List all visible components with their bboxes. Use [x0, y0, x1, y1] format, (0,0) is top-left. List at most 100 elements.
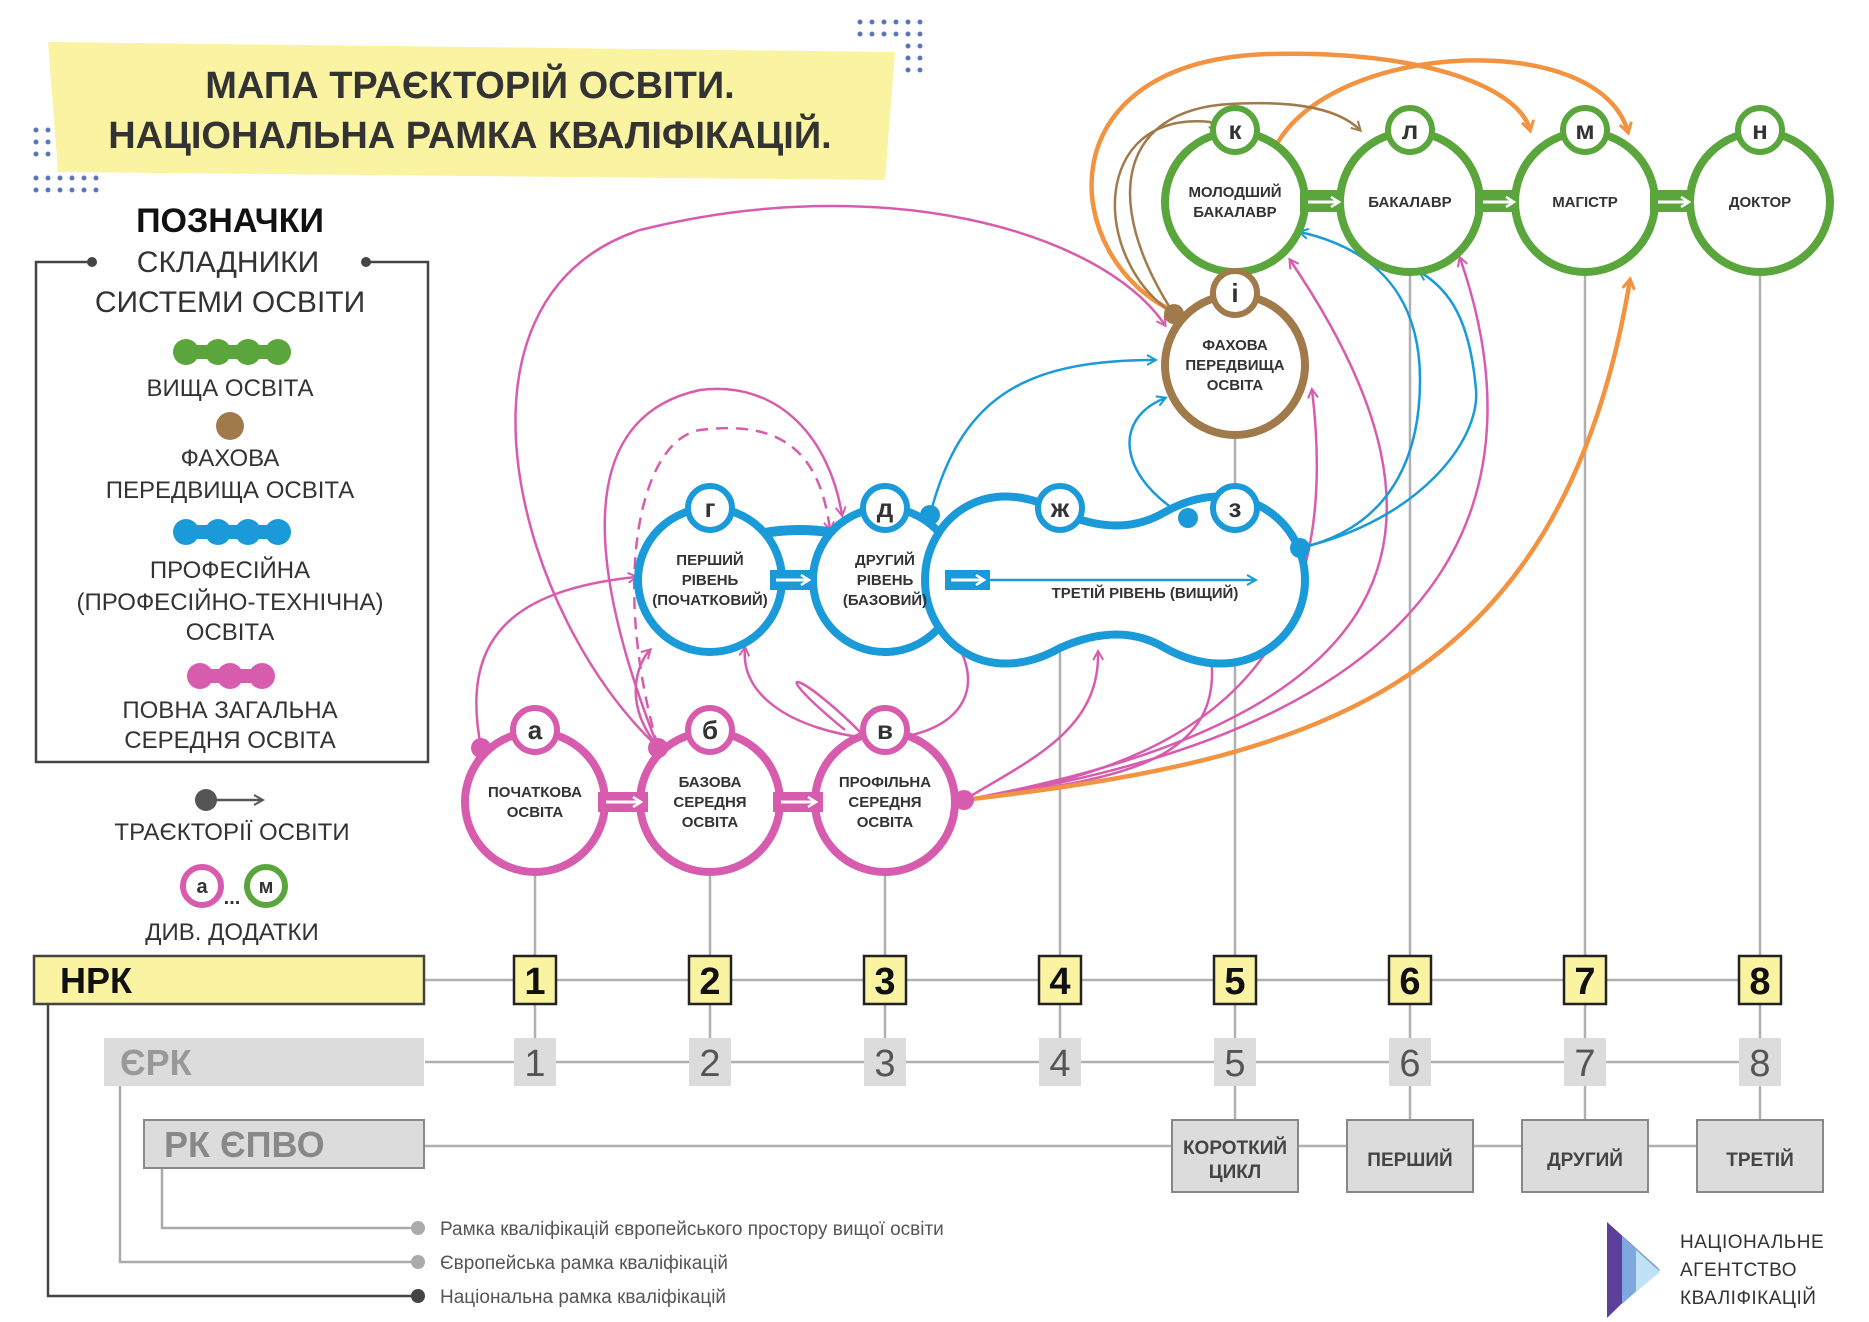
svg-text:1: 1 [524, 1043, 545, 1085]
svg-text:...: ... [224, 887, 241, 909]
node-d-label: (БАЗОВИЙ) [843, 591, 927, 609]
nrk-level-6: 6 [1387, 954, 1433, 1006]
svg-text:4: 4 [1049, 961, 1070, 1003]
footnote-dot-rk [411, 1221, 425, 1235]
legend-vocational-label-1: ПРОФЕСІЙНА [150, 556, 310, 584]
node-zh-letter: ж [1050, 493, 1070, 523]
node-g-label: (ПОЧАТКОВИЙ) [652, 591, 767, 609]
svg-text:м: м [259, 876, 274, 898]
nrk-box [32, 954, 426, 1006]
node-v-label: СЕРЕДНЯ [848, 794, 921, 811]
node-l-letter: л [1402, 115, 1419, 145]
erk-level-3: 3 [864, 1038, 906, 1086]
node-k-label: МОЛОДШИЙ [1188, 183, 1281, 201]
legend: ПОЗНАЧКИ СКЛАДНИКИ СИСТЕМИ ОСВІТИ ВИЩА О… [34, 202, 430, 946]
node-v-badge [860, 705, 910, 755]
footnote-dot-nrk [411, 1289, 425, 1303]
erk-level-8: 8 [1739, 1038, 1781, 1086]
svg-text:3: 3 [874, 961, 895, 1003]
legend-vocational-label-3: ОСВІТА [186, 619, 275, 646]
node-m-label: МАГІСТР [1552, 194, 1618, 211]
dot-grid-left [33, 127, 99, 193]
legend-higher-label: ВИЩА ОСВІТА [147, 375, 314, 402]
rk-cycles: КОРОТКИЙ ЦИКЛ ПЕРШИЙ ДРУГИЙ ТРЕТІЙ [1171, 1119, 1824, 1193]
node-z-letter: з [1229, 493, 1242, 523]
node-v-label: ПРОФІЛЬНА [839, 774, 931, 791]
node-i-label: ОСВІТА [1207, 377, 1264, 394]
node-a-badge [510, 705, 560, 755]
nrk-level-8: 8 [1737, 954, 1783, 1006]
agency-name-2: АГЕНТСТВО [1680, 1260, 1797, 1281]
node-i-badge [1210, 268, 1260, 318]
svg-text:ПЕРШИЙ: ПЕРШИЙ [1367, 1149, 1452, 1171]
agency-name-1: НАЦІОНАЛЬНЕ [1680, 1232, 1824, 1253]
rk-cycle-4: ТРЕТІЙ [1696, 1119, 1824, 1193]
erk-level-4: 4 [1039, 1038, 1081, 1086]
svg-text:КОРОТКИЙ: КОРОТКИЙ [1183, 1137, 1287, 1159]
svg-text:6: 6 [1399, 961, 1420, 1003]
legend-prehigher-label-2: ПЕРЕДВИЩА ОСВІТА [106, 477, 355, 504]
legend-trajectories-label: ТРАЄКТОРІЇ ОСВІТИ [114, 819, 349, 846]
svg-text:6: 6 [1399, 1043, 1420, 1085]
legend-general-swatch [187, 663, 275, 689]
node-d-label: ДРУГИЙ [855, 551, 915, 569]
trajectories-orange [963, 51, 1630, 803]
svg-text:3: 3 [874, 1043, 895, 1085]
legend-vocational-label-2: (ПРОФЕСІЙНО-ТЕХНІЧНА) [77, 588, 384, 616]
nrk-level-5: 5 [1212, 954, 1258, 1006]
erk-level-6: 6 [1389, 1038, 1431, 1086]
node-g-badge [685, 483, 735, 533]
nrk-row: НРК [32, 954, 426, 1006]
svg-text:2: 2 [699, 961, 720, 1003]
footnote-dot-erk [411, 1255, 425, 1269]
erk-row: ЄРК [104, 1038, 424, 1086]
node-n-badge [1735, 105, 1785, 155]
svg-text:8: 8 [1749, 1043, 1770, 1085]
title-line1: МАПА ТРАЄКТОРІЙ ОСВІТИ. [205, 62, 734, 107]
node-z-badge [1210, 483, 1260, 533]
footnote-connectors [46, 1004, 418, 1298]
rk-cycle-3: ДРУГИЙ [1521, 1119, 1649, 1193]
node-g-letter: г [705, 493, 716, 523]
erk-level-5: 5 [1214, 1038, 1256, 1086]
node-m-badge [1560, 105, 1610, 155]
node-z: з [1210, 483, 1260, 533]
rk-cycle-1: КОРОТКИЙ ЦИКЛ [1171, 1119, 1299, 1193]
svg-text:7: 7 [1574, 1043, 1595, 1085]
svg-text:ЦИКЛ: ЦИКЛ [1209, 1162, 1261, 1183]
node-b-label: СЕРЕДНЯ [673, 794, 746, 811]
node-v-letter: в [877, 715, 893, 745]
legend-prehigher-swatch [216, 412, 244, 440]
title-banner: МАПА ТРАЄКТОРІЙ ОСВІТИ. НАЦІОНАЛЬНА РАМК… [33, 19, 923, 193]
third-level-label: ТРЕТІЙ РІВЕНЬ (ВИЩИЙ) [1052, 584, 1239, 602]
vocational-chain [634, 492, 1310, 668]
legend-general-label-2: СЕРЕДНЯ ОСВІТА [124, 727, 336, 754]
rk-row: РК ЄПВО [143, 1119, 425, 1169]
svg-text:ДРУГИЙ: ДРУГИЙ [1547, 1149, 1623, 1171]
node-b-label: БАЗОВА [679, 774, 742, 791]
node-zh-badge [1035, 483, 1085, 533]
svg-text:2: 2 [699, 1043, 720, 1085]
node-k-letter: к [1228, 115, 1242, 145]
node-a-label: ОСВІТА [507, 804, 564, 821]
svg-text:а: а [196, 876, 208, 898]
rk-cycle-2: ПЕРШИЙ [1346, 1119, 1474, 1193]
svg-text:5: 5 [1224, 961, 1245, 1003]
trajectories-brown [1113, 101, 1360, 316]
node-n-label: ДОКТОР [1729, 194, 1791, 211]
nrk-level-3: 3 [862, 954, 908, 1006]
legend-prehigher-label-1: ФАХОВА [181, 445, 280, 472]
node-k-badge [1210, 105, 1260, 155]
node-g-label: ПЕРШИЙ [676, 551, 743, 569]
node-zh: ж [1035, 483, 1085, 533]
legend-components-2: СИСТЕМИ ОСВІТИ [95, 286, 365, 319]
trajectory-origin-dots [471, 304, 1310, 810]
legend-vocational-swatch [173, 519, 291, 545]
